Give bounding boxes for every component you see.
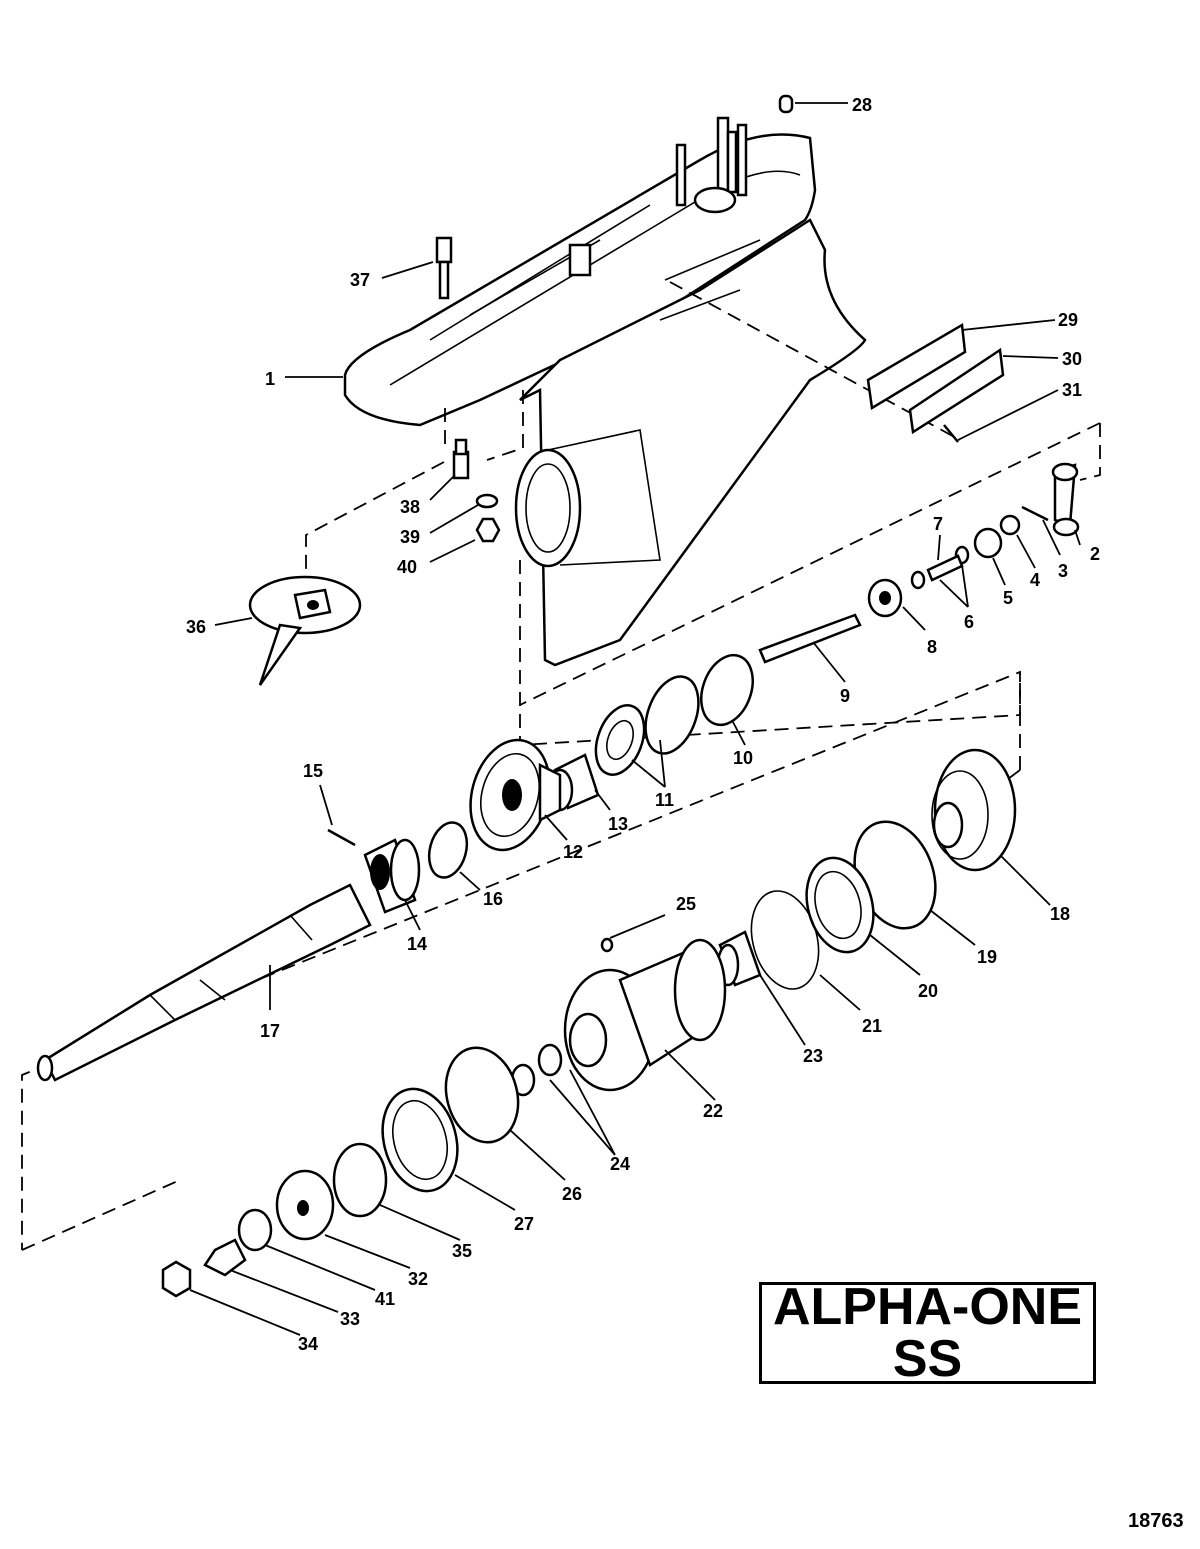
callout-32: 32 (408, 1269, 428, 1289)
callout-35: 35 (452, 1241, 472, 1261)
washer-39 (475, 493, 499, 509)
callout-26: 26 (562, 1184, 582, 1204)
figure-number: 18763 (1128, 1510, 1184, 1532)
callout-1: 1 (265, 369, 275, 389)
gear-12 (469, 738, 562, 852)
trim-tab-36 (248, 575, 362, 686)
callout-7: 7 (933, 514, 943, 534)
callout-15: 15 (303, 761, 323, 781)
model-title-box: ALPHA-ONE SS (759, 1278, 1096, 1388)
callout-23: 23 (803, 1046, 823, 1066)
tab-washer-26 (444, 1046, 520, 1144)
callout-3: 3 (1058, 561, 1068, 581)
ring-10 (700, 653, 754, 727)
callout-36: 36 (186, 617, 206, 637)
callout-19: 19 (977, 947, 997, 967)
leader-lines (189, 102, 1081, 1336)
callout-22: 22 (703, 1101, 723, 1121)
bolt-38 (452, 438, 470, 480)
callout-31: 31 (1062, 380, 1082, 400)
gear-18 (931, 748, 1017, 872)
bushing-8 (867, 578, 903, 618)
callout-24: 24 (610, 1154, 630, 1174)
pin-3 (1021, 505, 1049, 522)
retainer-27 (381, 1087, 459, 1193)
ring-16 (427, 821, 469, 879)
pin-15 (327, 828, 356, 847)
callout-30: 30 (1062, 349, 1082, 369)
plate-29 (866, 322, 967, 411)
callout-41: 41 (375, 1289, 395, 1309)
clutch-14 (363, 838, 421, 914)
callout-4: 4 (1030, 570, 1040, 590)
callout-28: 28 (852, 95, 872, 115)
callout-9: 9 (840, 686, 850, 706)
gear-housing (343, 116, 867, 667)
callout-21: 21 (862, 1016, 882, 1036)
callout-18: 18 (1050, 904, 1070, 924)
callout-10: 10 (733, 748, 753, 768)
o-ring-21 (750, 890, 820, 990)
callout-6: 6 (964, 612, 974, 632)
bracket-2 (1051, 462, 1080, 537)
callout-16: 16 (483, 889, 503, 909)
o-ring-6a (910, 570, 926, 590)
callout-14: 14 (407, 934, 427, 954)
callout-40: 40 (397, 557, 417, 577)
shift-shaft-9 (758, 613, 862, 664)
callout-5: 5 (1003, 588, 1013, 608)
tab-washer-33 (203, 1238, 247, 1277)
propeller-shaft-17 (36, 883, 372, 1082)
screw-25 (600, 937, 614, 953)
bushing-4 (999, 514, 1021, 536)
callout-29: 29 (1058, 310, 1078, 330)
model-title-line2: SS (892, 1330, 963, 1388)
callout-38: 38 (400, 497, 420, 517)
plug-28 (778, 94, 794, 114)
callout-39: 39 (400, 527, 420, 547)
callout-20: 20 (918, 981, 938, 1001)
bushing-5 (973, 527, 1003, 559)
lock-35 (332, 1142, 388, 1218)
spring-7 (926, 554, 964, 582)
thrust-hub-32 (275, 1169, 335, 1241)
screw-31 (943, 424, 959, 443)
nut-40 (475, 517, 501, 543)
callout-labels: 1 2 3 4 5 6 7 8 9 10 11 12 13 14 15 16 1… (186, 95, 1100, 1354)
plate-30 (908, 347, 1005, 435)
washer-24b (537, 1043, 563, 1077)
nut-34 (161, 1260, 192, 1298)
callout-17: 17 (260, 1021, 280, 1041)
housing-studs (675, 116, 748, 214)
callout-2: 2 (1090, 544, 1100, 564)
callout-37: 37 (350, 270, 370, 290)
bolt-37 (435, 236, 453, 300)
model-title-line1: ALPHA-ONE (772, 1278, 1083, 1336)
hub-41 (237, 1208, 273, 1252)
callout-27: 27 (514, 1214, 534, 1234)
callout-34: 34 (298, 1334, 318, 1354)
callout-12: 12 (563, 842, 583, 862)
bearing-carrier-22 (563, 938, 727, 1092)
bearing-11 (594, 675, 700, 776)
callout-25: 25 (676, 894, 696, 914)
callout-13: 13 (608, 814, 628, 834)
callout-33: 33 (340, 1309, 360, 1329)
callout-8: 8 (927, 637, 937, 657)
callout-11: 11 (655, 790, 674, 810)
